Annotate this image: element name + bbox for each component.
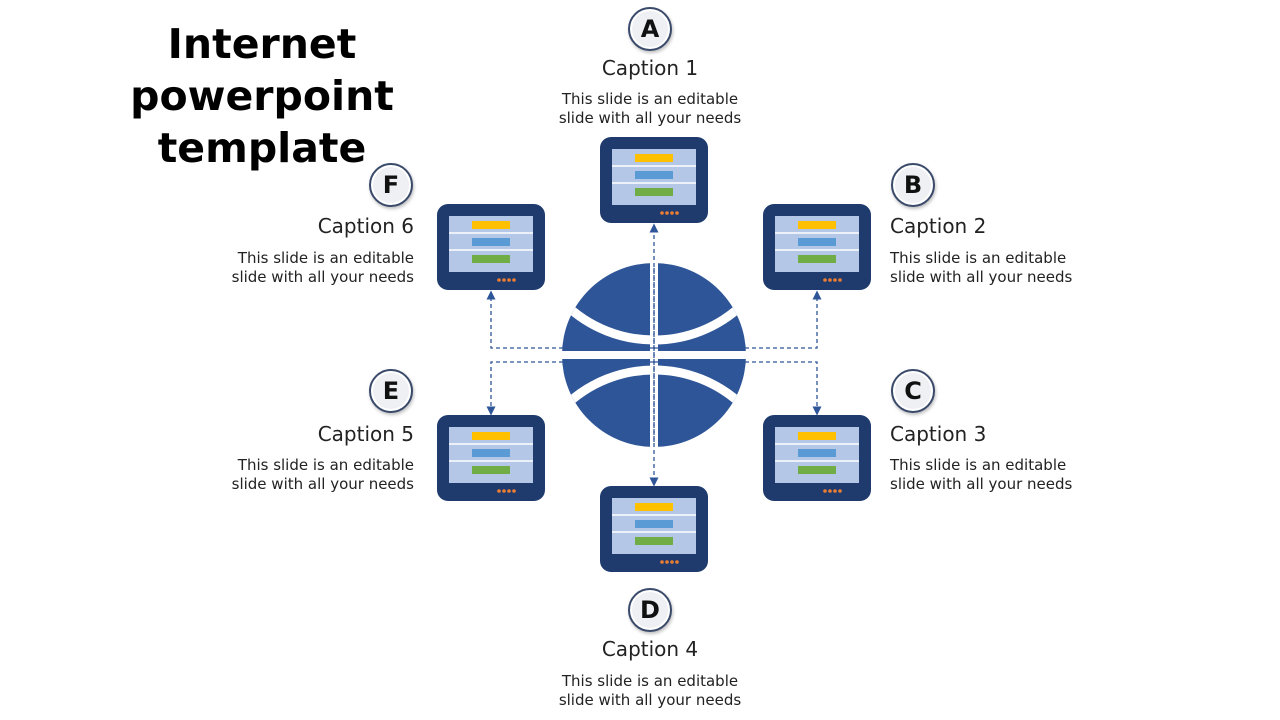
description-c-line1: This slide is an editable [890,456,1067,474]
caption-f: Caption 6 [317,214,414,238]
slide-title-line2: powerpoint template [130,72,394,172]
slide-title: Internet powerpoint template [20,18,504,174]
caption-b: Caption 2 [890,214,987,238]
description-f: This slide is an editable slide with all… [154,249,414,287]
description-a-line1: This slide is an editable [561,90,739,108]
description-e-line2: slide with all your needs [231,475,414,493]
description-c-line2: slide with all your needs [890,475,1073,493]
description-b-line2: slide with all your needs [890,268,1073,286]
description-b-line1: This slide is an editable [890,249,1067,267]
monitor-icon-a [599,136,709,224]
connector-c [654,361,822,416]
caption-a: Caption 1 [601,56,699,80]
description-e: This slide is an editable slide with all… [154,456,414,494]
description-b: This slide is an editable slide with all… [890,249,1150,287]
badge-a: A [628,7,672,51]
connector-b [654,290,822,349]
caption-c: Caption 3 [890,422,987,446]
description-f-line2: slide with all your needs [231,268,414,286]
badge-e: E [369,369,413,413]
monitor-icon-b [762,203,872,291]
caption-e: Caption 5 [317,422,414,446]
badge-d: D [628,588,672,632]
description-d-line2: slide with all your needs [558,691,742,709]
description-d: This slide is an editable slide with all… [520,672,780,710]
description-a-line2: slide with all your needs [558,109,742,127]
description-c: This slide is an editable slide with all… [890,456,1150,494]
description-f-line1: This slide is an editable [237,249,414,267]
badge-f: F [369,163,413,207]
connector-f [486,290,654,349]
caption-d: Caption 4 [601,637,699,661]
badge-b: B [891,163,935,207]
slide-title-line1: Internet [167,20,357,68]
description-e-line1: This slide is an editable [237,456,414,474]
badge-c: C [891,369,935,413]
connector-e [486,361,654,416]
monitor-icon-d [599,485,709,573]
monitor-icon-e [436,414,546,502]
monitor-icon-c [762,414,872,502]
connector-lines [486,223,822,487]
monitor-icon-f [436,203,546,291]
description-a: This slide is an editable slide with all… [520,90,780,128]
description-d-line1: This slide is an editable [561,672,739,690]
